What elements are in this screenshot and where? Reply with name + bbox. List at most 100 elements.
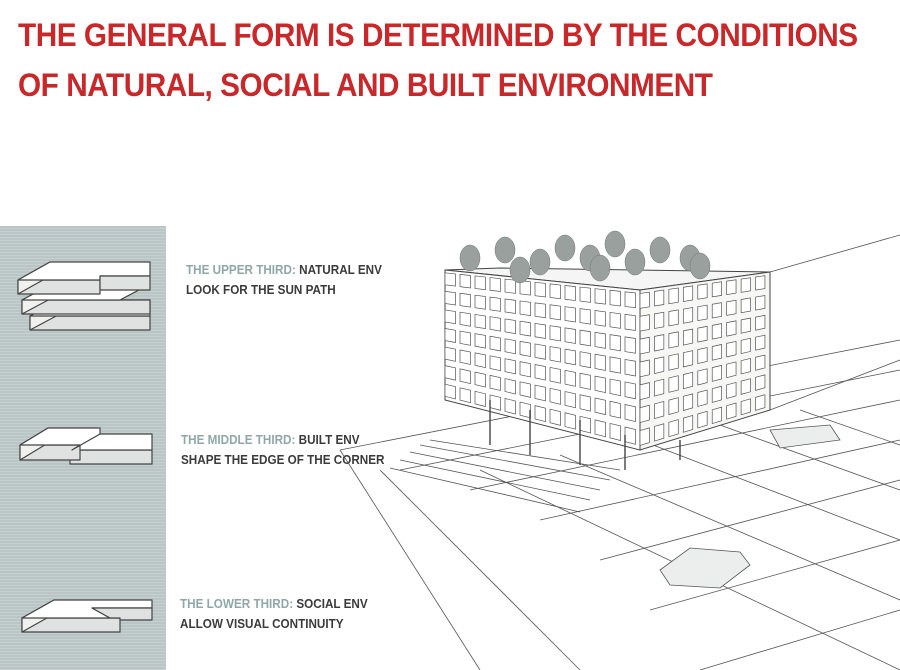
facade-window bbox=[755, 314, 766, 331]
roof-tree bbox=[459, 244, 481, 272]
roof-tree bbox=[689, 252, 711, 280]
facade-window bbox=[639, 291, 650, 309]
facade-window bbox=[624, 381, 636, 400]
facade-window bbox=[519, 280, 531, 296]
facade-window bbox=[697, 389, 708, 407]
facade-window bbox=[459, 292, 471, 308]
facade-window bbox=[549, 366, 561, 384]
facade-window bbox=[711, 364, 722, 382]
facade-window bbox=[697, 283, 708, 300]
facade-window bbox=[579, 351, 591, 369]
facade-window bbox=[726, 340, 737, 358]
facade-window bbox=[534, 302, 546, 319]
facade-window bbox=[519, 381, 531, 398]
facade-window bbox=[726, 382, 737, 399]
facade-window bbox=[474, 275, 486, 291]
facade-window bbox=[489, 316, 501, 332]
roof-tree bbox=[554, 234, 576, 262]
lower-third-action: ALLOW VISUAL CONTINUITY bbox=[180, 616, 344, 631]
facade-window bbox=[755, 394, 766, 411]
facade-window bbox=[459, 387, 471, 404]
facade-window bbox=[519, 361, 531, 378]
facade-window bbox=[474, 333, 486, 349]
facade-window bbox=[579, 394, 591, 412]
facade-window bbox=[697, 368, 708, 386]
facade-window bbox=[711, 302, 722, 319]
facade-window bbox=[682, 307, 694, 324]
facade-window bbox=[504, 378, 516, 395]
facade-window bbox=[504, 358, 516, 375]
facade-window bbox=[459, 349, 471, 365]
facade-window bbox=[504, 398, 516, 415]
facade-window bbox=[564, 391, 576, 409]
facade-window bbox=[519, 300, 531, 316]
facade-window bbox=[594, 397, 606, 416]
middle-third-label: THE MIDDLE THIRD: bbox=[181, 432, 296, 447]
facade-window bbox=[519, 320, 531, 337]
facade-window bbox=[534, 384, 546, 402]
facade-window bbox=[682, 350, 694, 368]
facade-window bbox=[534, 281, 546, 298]
facade-window bbox=[444, 328, 456, 343]
facade-window bbox=[697, 347, 708, 364]
facade-window bbox=[682, 285, 694, 302]
facade-window bbox=[579, 286, 591, 303]
facade-window bbox=[489, 296, 501, 312]
facade-window bbox=[474, 352, 486, 368]
facade-window bbox=[489, 394, 501, 411]
facade-window bbox=[668, 331, 679, 349]
facade-window bbox=[549, 304, 561, 321]
facade-window bbox=[564, 369, 576, 387]
roof-tree bbox=[589, 254, 611, 282]
title-line-1: THE GENERAL FORM IS DETERMINED BY THE CO… bbox=[18, 17, 858, 53]
facade-window bbox=[504, 338, 516, 355]
facade-window bbox=[549, 325, 561, 342]
facade-window bbox=[755, 354, 766, 371]
facade-window bbox=[711, 281, 722, 298]
facade-window bbox=[639, 427, 650, 446]
facade-window bbox=[726, 299, 737, 316]
facade-window bbox=[639, 336, 650, 355]
facade-window bbox=[474, 314, 486, 330]
facade-window bbox=[639, 404, 650, 424]
facade-window bbox=[534, 364, 546, 381]
facade-window bbox=[504, 298, 516, 314]
facade-window bbox=[668, 397, 679, 415]
facade-window bbox=[489, 335, 501, 352]
facade-window bbox=[609, 378, 621, 397]
facade-window bbox=[682, 371, 694, 390]
facade-window bbox=[444, 346, 456, 362]
facade-window bbox=[624, 426, 636, 445]
facade-window bbox=[534, 343, 546, 360]
lower-third-value: SOCIAL ENV bbox=[296, 596, 368, 611]
facade-window bbox=[668, 287, 679, 305]
facade-window bbox=[489, 355, 501, 372]
roof-tree bbox=[604, 230, 626, 258]
lower-third-note: THE LOWER THIRD: SOCIAL ENV ALLOW VISUAL… bbox=[180, 594, 368, 634]
upper-third-note: THE UPPER THIRD: NATURAL ENV LOOK FOR TH… bbox=[186, 260, 382, 300]
upper-third-action: LOOK FOR THE SUN PATH bbox=[186, 282, 336, 297]
facade-window bbox=[755, 275, 766, 291]
facade-window bbox=[564, 412, 576, 430]
facade-window bbox=[444, 272, 456, 287]
facade-window bbox=[624, 404, 636, 422]
facade-window bbox=[639, 359, 650, 378]
facade-window bbox=[755, 334, 766, 351]
facade-window bbox=[654, 378, 665, 397]
facade-window bbox=[726, 320, 737, 337]
facade-window bbox=[755, 374, 766, 391]
facade-window bbox=[534, 323, 546, 339]
facade-window bbox=[444, 383, 456, 400]
facade-window bbox=[579, 372, 591, 390]
facade-window bbox=[697, 325, 708, 343]
facade-window bbox=[564, 285, 576, 301]
roof-tree bbox=[509, 256, 531, 284]
upper-third-value: NATURAL ENV bbox=[299, 262, 382, 277]
facade-window bbox=[740, 317, 751, 334]
facade-window bbox=[549, 346, 561, 363]
facade-window bbox=[740, 297, 751, 314]
facade-window bbox=[668, 375, 679, 393]
facade-window bbox=[549, 283, 561, 300]
